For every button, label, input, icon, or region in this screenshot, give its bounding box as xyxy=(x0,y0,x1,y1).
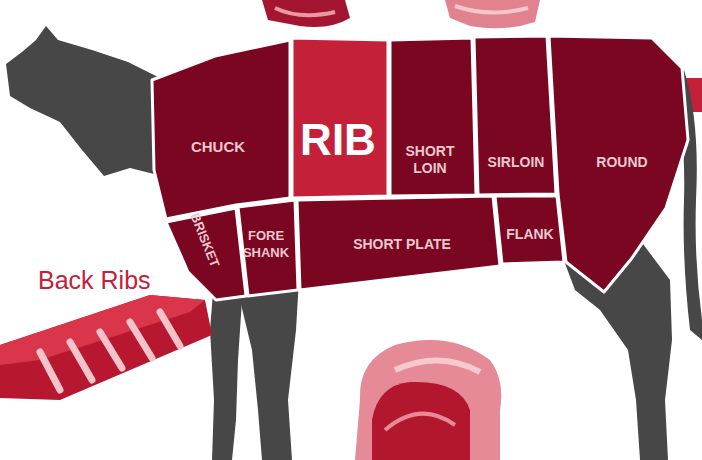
beef-cut-region: FLANK xyxy=(495,196,564,264)
cut-name: SHORT LOIN xyxy=(400,143,460,177)
cut-outline xyxy=(152,40,290,219)
beef-cut-region: ROUND xyxy=(549,36,688,292)
beef-cut-region: SIRLOIN xyxy=(474,36,556,195)
beef-cut-region: BRISKET xyxy=(166,208,246,300)
cow-leg xyxy=(210,280,242,460)
back-ribs-illustration xyxy=(0,295,212,400)
cut-name: FLANK xyxy=(500,226,560,243)
meat-fat xyxy=(455,6,528,13)
beef-cut-region: SHORT LOIN xyxy=(390,38,476,196)
cow-head xyxy=(6,26,162,176)
cut-outline xyxy=(495,196,564,264)
beef-cut-region: RIB xyxy=(292,38,388,198)
beef-cut-region: CHUCK xyxy=(152,40,290,219)
cut-name: SIRLOIN xyxy=(481,154,551,171)
cut-outline xyxy=(297,196,500,290)
steak-fat xyxy=(395,360,480,372)
cut-name: FORE SHANK xyxy=(238,227,294,261)
steak-marbling xyxy=(385,414,455,430)
ribs-meat xyxy=(0,295,212,400)
meat-fat xyxy=(275,8,335,15)
steak-illustration xyxy=(355,340,501,460)
cut-outline xyxy=(238,200,298,296)
ribs-bones xyxy=(40,312,180,390)
cut-name: CHUCK xyxy=(178,138,258,155)
cut-shape xyxy=(474,36,556,195)
cut-name: ROUND xyxy=(587,154,657,171)
meat-piece xyxy=(445,0,540,28)
cut-outline xyxy=(549,36,688,292)
cut-shape xyxy=(152,40,290,219)
cut-outline xyxy=(474,36,556,195)
steak-inner xyxy=(372,382,470,460)
illustration-label: Back Ribs xyxy=(38,266,151,295)
cut-name: RIB xyxy=(290,117,386,163)
cut-name: SHORT PLATE xyxy=(342,236,462,253)
steak-outer xyxy=(355,340,501,460)
beef-cut-region: SHORT PLATE xyxy=(297,196,500,290)
meat-piece xyxy=(262,0,350,27)
beef-cut-region: FORE SHANK xyxy=(238,200,298,296)
cut-outline xyxy=(390,38,476,196)
